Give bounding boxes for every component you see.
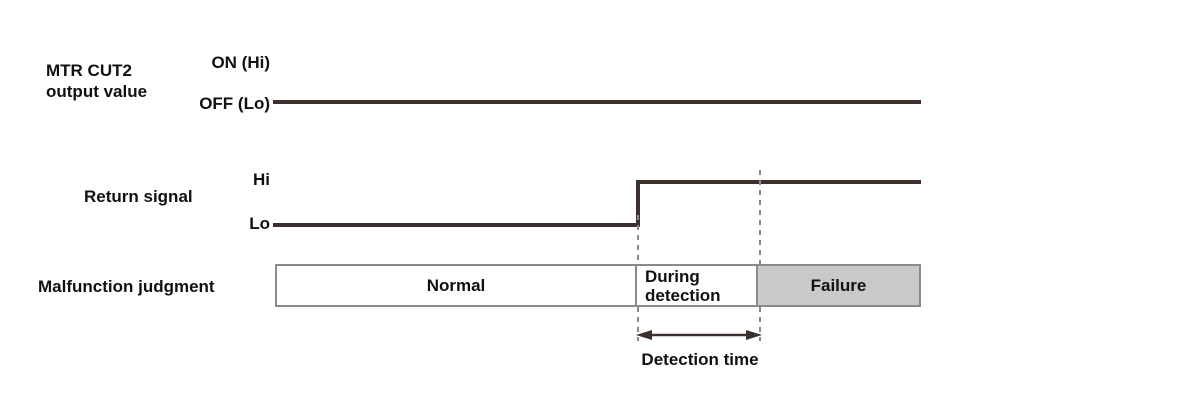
waveform-return-signal: [273, 180, 921, 227]
judgment-segment-failure: Failure: [758, 266, 919, 305]
row-label-malfunction-judgment: Malfunction judgment: [38, 277, 215, 296]
malfunction-judgment-bar: Normal During detection Failure: [275, 264, 921, 307]
waveform-mtr-cut2-output: [273, 100, 921, 104]
row-label-mtr-cut2-output: MTR CUT2 output value: [46, 61, 148, 101]
judgment-segment-during-detection-label: During detection: [645, 266, 721, 305]
detection-time-arrow-head-left: [636, 330, 652, 340]
judgment-segment-during-detection: During detection: [637, 266, 758, 305]
level-label-hi: Hi: [253, 170, 270, 189]
detection-time-arrow-head-right: [746, 330, 762, 340]
judgment-segment-normal-label: Normal: [426, 276, 486, 295]
judgment-segment-normal: Normal: [277, 266, 637, 305]
detection-time-annotation: [636, 170, 762, 341]
level-label-off-lo: OFF (Lo): [199, 94, 270, 113]
level-label-on-hi: ON (Hi): [211, 53, 270, 72]
judgment-segment-failure-label: Failure: [810, 276, 867, 295]
waveform-return-signal-path: [273, 180, 921, 227]
detection-time-caption: Detection time: [641, 350, 759, 369]
level-label-lo: Lo: [249, 214, 270, 233]
row-label-return-signal: Return signal: [84, 187, 193, 206]
